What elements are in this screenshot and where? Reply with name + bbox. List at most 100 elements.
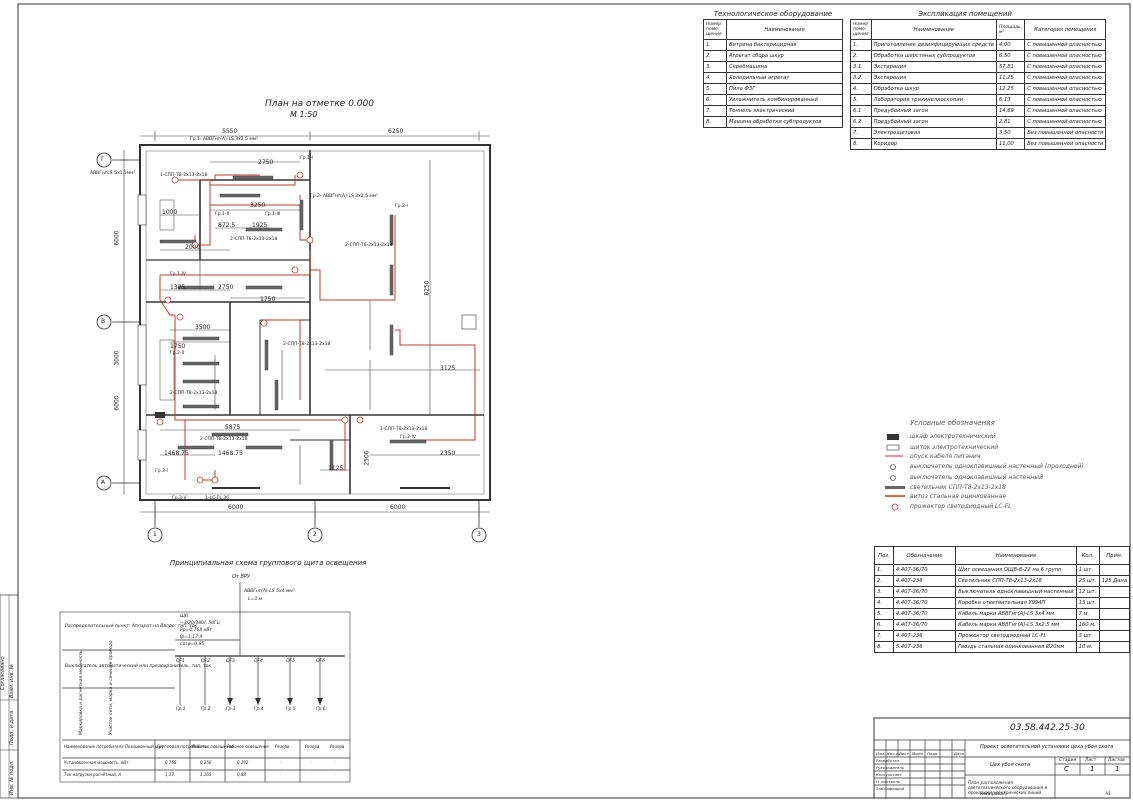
rooms-title: Экспликация помещений [918,10,1012,18]
bottom-cell: 1,17 [165,772,174,777]
stamp-project: Проект осветительной установки цеха убоя… [980,744,1114,750]
breaker-label: QF6 [316,659,325,664]
dim-1750: 1750 [260,296,276,303]
breaker-label: QF2 [201,659,210,664]
panel-param: Ip=1,17 А [180,635,203,640]
stamp-format: А1 [1105,792,1111,797]
cable-gr2-label: Гр.2- АВВГнг(А)-LS 3х2.5 мм² [310,194,378,199]
luminaires [159,175,427,471]
dim-right1: 8250 [423,280,431,296]
stamp-code: 03.58.442.25-30 [1010,723,1085,733]
stamp-sheets: 1 [1115,765,1120,773]
bottom-cell: 0,192 [237,760,249,765]
legend-item: выключатель одноклавишный настенный (про… [910,463,1084,470]
cable-main-label: АВВГнгLS 5х1.5мм² [90,171,136,176]
dim-bottom2: 6000 [390,504,406,511]
schematic-cable: АВВГнг(А)-LS 5х4 мм² [244,589,295,594]
group-label-7: Гр.3-I [155,469,168,474]
dim-3500: 3500 [195,324,211,331]
dim-5875: 5875 [225,424,241,431]
schematic-diagram [59,582,351,783]
bottom-header: Рабочее освещение [192,744,234,749]
table-row: 5.Пила ФЗГ [703,83,843,95]
bottom-cell: 0,88 [237,772,246,777]
bottom-cell: - [280,760,282,765]
table-row: 1.Витрина бактерицидная [703,39,843,51]
group-label: Гр.5 [286,707,296,712]
stamp-sheet: 1 [1090,765,1095,773]
plan-title: План на отметке 0.000 [265,99,374,109]
switches [156,171,364,484]
axis-label-a: А [101,479,106,486]
breaker-label: QF4 [254,659,263,664]
axis-label-2: 2 [313,531,317,538]
panel-box [155,412,165,418]
bottom-cell: 0,256 [200,760,212,765]
lum-label-4: 2-СПП-Т8-2х13-2х18 [170,391,218,396]
stamp-object: Цех убоя скота [990,762,1031,768]
stamp-header: Лист [899,751,909,756]
bottom-header: Резерв [305,744,320,749]
group-label-6: Гр.2-II [170,351,185,356]
schematic-input: От ВРУ [232,574,250,580]
group-label: Гр.2 [201,707,211,712]
side-stamp-text: Взам. инв. № [9,664,15,698]
dim-2500: 2500 [363,450,371,466]
dim-1125: 1125 [328,465,344,472]
group-label-2: Гр.1-II [215,212,230,217]
dim-872: 872.5 [218,222,236,229]
dim-3250: 3250 [250,202,266,209]
group-label: Гр.1 [176,707,186,712]
panel-param: Рр=0,768 кВт [180,628,213,633]
legend-item: опуск кабеля питания [910,453,981,460]
table-row: 3.Скребмашина [703,61,843,73]
stamp-copied: Копировал [980,792,1006,797]
schematic-cable-length: L=3 м [248,597,262,602]
stamp-stage-label: Стадия [1059,758,1077,763]
legend-item: прожектор светодиодный LC-FL [910,503,1012,510]
bottom-header: Резерв [275,744,290,749]
dim-top2: 6250 [388,128,404,135]
group-label-1: Гр.1-I [300,156,313,161]
legend-item: выключатель одноклавишный настенный [910,474,1043,481]
table-row: 4.Холодильный агрегат [703,72,843,84]
table-row: 6.Увлажнитель комбинированный [703,94,843,106]
bottom-cell: - [335,772,337,777]
legend-item: шкаф электротехнический [910,433,996,440]
lum-label-5: 2-СПП-Т8-2х13-2х18 [200,437,248,442]
table-row: 7.Тоннель электрический [703,105,843,117]
side-stamp-text: Согласовано [0,656,6,690]
schematic-side-text: Участок сети, марка и сечение провода [109,640,114,735]
schematic-side-text: Распределительный пункт: Аппарат на Ввод… [65,624,198,629]
stamp-sheet-label: Лист [1085,758,1097,763]
panel-param: ~3/20/380/, 50Гц [180,621,220,626]
bottom-header: Рабочее освещение [227,744,269,749]
bottom-cell: 0,768 [165,760,177,765]
bottom-header: Групповая потребность [157,744,208,749]
legend-item: щиток электротехнический [910,444,999,451]
stamp-role: Консультант [876,772,902,777]
group-label-4: Гр.1-IV [170,272,186,277]
axis-label-1: 1 [153,531,157,538]
group-label-5: Гр.2-I [395,204,408,209]
stamp-role: Н. контроль [876,779,900,784]
bottom-cell: Ток нагрузки расчётный, А [64,772,122,777]
group-label-9: Гр.3-V [172,496,187,501]
